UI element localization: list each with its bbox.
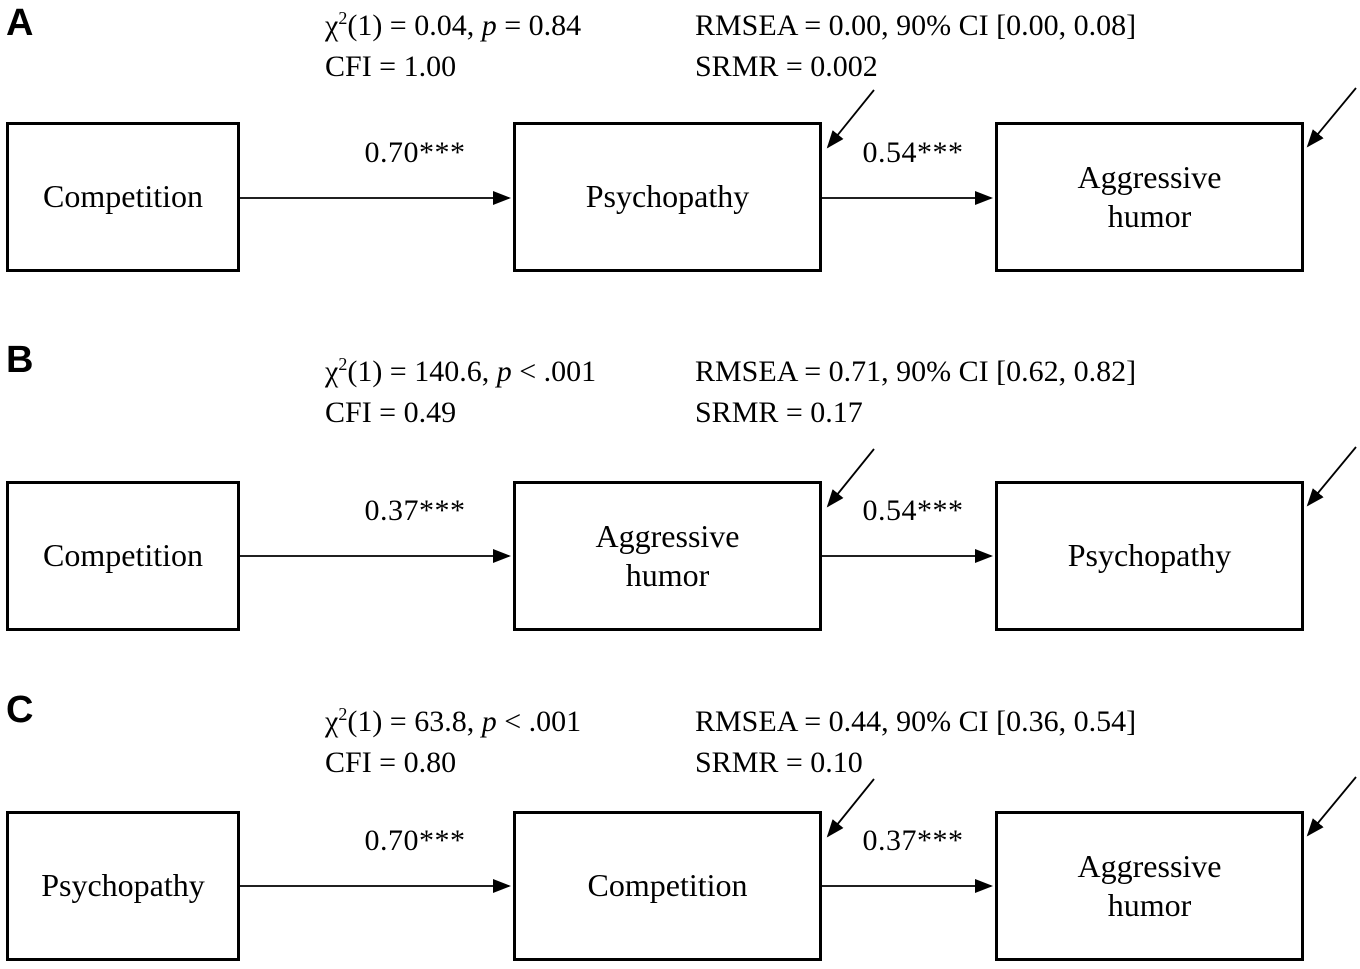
p-value: < .001 <box>496 705 582 738</box>
box-aggressive-humor-a: Aggressive humor <box>995 122 1304 272</box>
chi-symbol: χ <box>325 355 339 388</box>
box-label: Aggressive humor <box>1077 158 1222 234</box>
rmsea-stat: RMSEA = 0.44, 90% CI [0.36, 0.54] <box>695 705 1137 738</box>
residual-arrow <box>826 89 875 149</box>
srmr-stat: SRMR = 0.17 <box>695 396 863 429</box>
box-label: Competition <box>587 867 748 904</box>
p-symbol: p <box>481 705 497 738</box>
panel-label-b: B <box>6 339 34 381</box>
box-label: Psychopathy <box>1067 537 1232 574</box>
box-label: Aggressive humor <box>595 517 740 593</box>
box-psychopathy-a: Psychopathy <box>513 122 822 272</box>
chi-exponent: 2 <box>338 354 348 374</box>
fit-stats-left-c: χ2(1) = 63.8, p < .001 CFI = 0.80 <box>325 701 581 783</box>
fit-stats-left-a: χ2(1) = 0.04, p = 0.84 CFI = 1.00 <box>325 5 581 87</box>
cfi-stat: CFI = 1.00 <box>325 50 457 83</box>
panel-label-c: C <box>6 689 34 731</box>
p-value: = 0.84 <box>496 9 582 42</box>
rmsea-stat: RMSEA = 0.71, 90% CI [0.62, 0.82] <box>695 355 1137 388</box>
p-value: < .001 <box>511 355 597 388</box>
box-competition-c: Competition <box>513 811 822 961</box>
path-coefficient: 0.37*** <box>862 824 964 857</box>
srmr-stat: SRMR = 0.002 <box>695 50 878 83</box>
box-psychopathy-b: Psychopathy <box>995 481 1304 631</box>
box-aggressive-humor-c: Aggressive humor <box>995 811 1304 961</box>
residual-arrow <box>826 778 875 838</box>
residual-arrow <box>1306 87 1357 148</box>
fit-stats-right-c: RMSEA = 0.44, 90% CI [0.36, 0.54] SRMR =… <box>695 701 1136 783</box>
box-label: Competition <box>43 178 203 215</box>
p-symbol: p <box>481 9 497 42</box>
srmr-stat: SRMR = 0.10 <box>695 746 863 779</box>
chi-exponent: 2 <box>338 8 348 28</box>
chi-square-stat: χ2(1) = 63.8, p < .001 <box>325 701 581 742</box>
box-label: Psychopathy <box>41 867 205 904</box>
chi-value: (1) = 63.8, <box>347 705 482 738</box>
chi-exponent: 2 <box>338 704 348 724</box>
chi-square-stat: χ2(1) = 0.04, p = 0.84 <box>325 5 581 46</box>
box-competition-b: Competition <box>6 481 240 631</box>
path-coefficient: 0.70*** <box>364 824 466 857</box>
chi-symbol: χ <box>325 9 339 42</box>
chi-value: (1) = 0.04, <box>347 9 482 42</box>
box-psychopathy-c: Psychopathy <box>6 811 240 961</box>
chi-symbol: χ <box>325 705 339 738</box>
rmsea-stat: RMSEA = 0.00, 90% CI [0.00, 0.08] <box>695 9 1137 42</box>
box-aggressive-humor-b: Aggressive humor <box>513 481 822 631</box>
chi-square-stat: χ2(1) = 140.6, p < .001 <box>325 351 596 392</box>
chi-value: (1) = 140.6, <box>347 355 497 388</box>
fit-stats-right-b: RMSEA = 0.71, 90% CI [0.62, 0.82] SRMR =… <box>695 351 1136 433</box>
box-competition-a: Competition <box>6 122 240 272</box>
fit-stats-left-b: χ2(1) = 140.6, p < .001 CFI = 0.49 <box>325 351 596 433</box>
box-label: Competition <box>43 537 203 574</box>
cfi-stat: CFI = 0.49 <box>325 396 457 429</box>
box-label: Aggressive humor <box>1077 847 1222 923</box>
residual-arrow <box>1306 776 1357 837</box>
box-label: Psychopathy <box>585 178 750 215</box>
residual-arrow <box>826 448 875 508</box>
residual-arrow <box>1306 446 1357 507</box>
panel-label-a: A <box>6 2 34 44</box>
p-symbol: p <box>496 355 512 388</box>
path-coefficient: 0.54*** <box>862 494 964 527</box>
path-coefficient: 0.54*** <box>862 136 964 169</box>
fit-stats-right-a: RMSEA = 0.00, 90% CI [0.00, 0.08] SRMR =… <box>695 5 1136 87</box>
cfi-stat: CFI = 0.80 <box>325 746 457 779</box>
path-coefficient: 0.37*** <box>364 494 466 527</box>
path-coefficient: 0.70*** <box>364 136 466 169</box>
